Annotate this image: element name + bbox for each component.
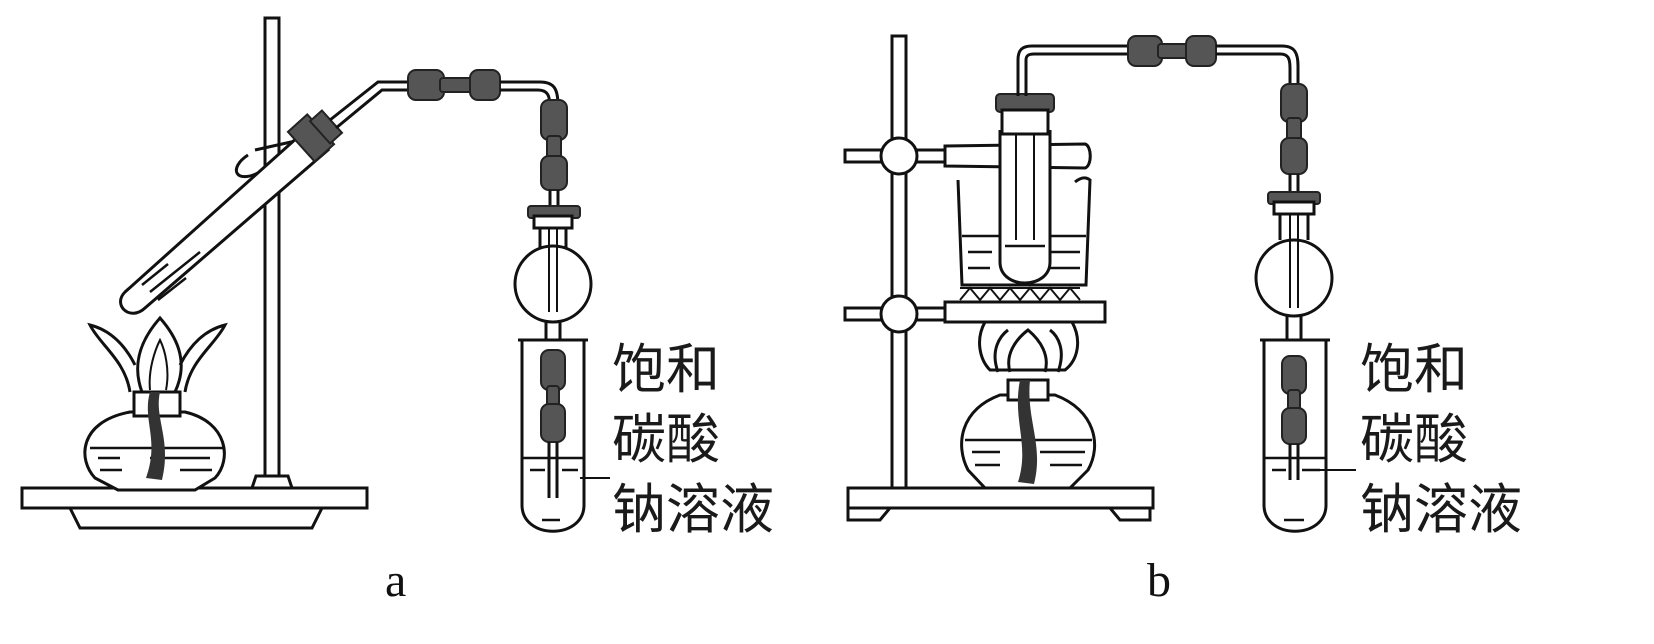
flame-a [87,315,228,393]
stand-rod-a [250,16,294,489]
apparatus-b: 饱和 碳酸 钠溶液 b [843,34,1522,607]
upper-clamp-b [843,136,1092,176]
caption-b: b [1147,554,1171,607]
test-tube-a [119,109,344,315]
stand-base-a [20,486,369,530]
receiving-tube-a [518,338,610,533]
reagent-label-a-line-3: 钠溶液 [612,478,774,541]
reagent-label-b-line-3: 钠溶液 [1360,478,1522,541]
test-tube-liquid-a [141,251,201,301]
bulb-tube-b [1254,191,1334,350]
apparatus-a: 饱和 碳酸 钠溶液 a [20,16,774,607]
delivery-tube-a [329,69,568,210]
lamp-wick-b [1017,380,1038,484]
receiving-tube-b [1260,338,1356,533]
wire-gauze-b [959,286,1081,302]
bulb-tube-a [513,205,593,350]
alcohol-lamp-a [83,390,226,492]
receiving-liquid-b [1264,456,1326,522]
caption-a: a [385,554,406,607]
alcohol-lamp-b [960,321,1097,490]
stand-base-b [846,486,1155,522]
lamp-wick-a [146,392,166,480]
receiving-liquid-a [522,456,584,522]
reagent-label-a: 饱和 碳酸 钠溶液 [612,338,774,541]
reagent-label-b-line-1: 饱和 [1360,338,1468,401]
reagent-label-a-line-2: 碳酸 [612,408,720,471]
reagent-label-a-line-1: 饱和 [612,338,720,401]
lower-clamp-b [843,294,1107,334]
reagent-label-b-line-2: 碳酸 [1360,408,1468,471]
stand-rod-b [890,34,908,490]
reagent-label-b: 饱和 碳酸 钠溶液 [1360,338,1522,541]
test-tube-b [995,60,1055,285]
delivery-tube-b [1016,35,1308,196]
